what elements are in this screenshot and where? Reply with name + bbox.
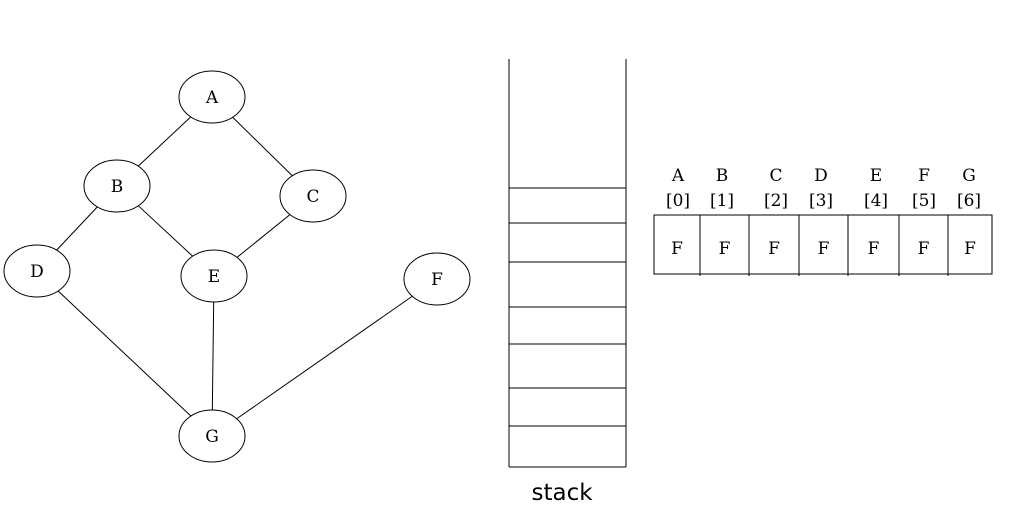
array-header-index: [6] (957, 191, 981, 211)
edge-e-g (211, 301, 215, 411)
stack-label: stack (531, 480, 593, 506)
node-label: E (208, 267, 220, 287)
array-header-name: E (870, 166, 882, 186)
stack-slot-dividers (509, 187, 626, 427)
edge-a-c (232, 116, 293, 177)
node-circle (279, 169, 347, 223)
array-header-index: [2] (764, 191, 788, 211)
stack: stack (508, 59, 627, 506)
node-label: C (306, 187, 319, 207)
graph-nodes: A B C D E F G (3, 70, 471, 463)
graph-edges (56, 116, 413, 420)
array-header-index: [0] (666, 191, 690, 211)
node-a: A (178, 70, 246, 124)
node-label: G (205, 427, 219, 447)
edge-d-g (57, 290, 192, 417)
array-header-name: D (814, 166, 828, 186)
node-circle (178, 409, 246, 463)
edge-c-e (236, 214, 291, 258)
node-b: B (83, 159, 151, 213)
node-circle (180, 249, 248, 303)
array-cell-value: F (818, 239, 830, 259)
array-header-name: F (918, 166, 930, 186)
array-cell-value: F (768, 239, 780, 259)
node-g: G (178, 409, 246, 463)
node-circle (83, 159, 151, 213)
array-cell-value: F (719, 239, 731, 259)
visited-array: A [0] F B [1] F C [2] F D [3] F E [4] F F [5] F G [6] F (653, 166, 993, 276)
array-header-name: C (769, 166, 782, 186)
node-c: C (279, 169, 347, 223)
node-circle (178, 70, 246, 124)
array-header-index: [5] (912, 191, 936, 211)
array-header-name: A (671, 166, 685, 186)
array-cell-value: F (964, 239, 976, 259)
array-outline (653, 214, 993, 275)
edge-b-d (56, 206, 98, 251)
node-d: D (3, 244, 71, 298)
array-header-index: [1] (710, 191, 734, 211)
array-cell-value: F (868, 239, 880, 259)
array-cell-value: F (671, 239, 683, 259)
array-header-name: B (716, 166, 729, 186)
node-label: B (111, 177, 124, 197)
edge-f-g (236, 295, 413, 420)
array-header-index: [4] (864, 191, 888, 211)
array-cell-value: F (918, 239, 930, 259)
node-label: F (431, 270, 443, 290)
array-header-name: G (962, 166, 976, 186)
node-label: A (205, 88, 219, 108)
node-circle (3, 244, 71, 298)
node-e: E (180, 249, 248, 303)
node-f: F (403, 252, 471, 306)
edge-b-e (138, 205, 193, 257)
node-circle (403, 252, 471, 306)
array-header-index: [3] (809, 191, 833, 211)
edge-a-b (137, 116, 192, 167)
node-label: D (30, 262, 44, 282)
